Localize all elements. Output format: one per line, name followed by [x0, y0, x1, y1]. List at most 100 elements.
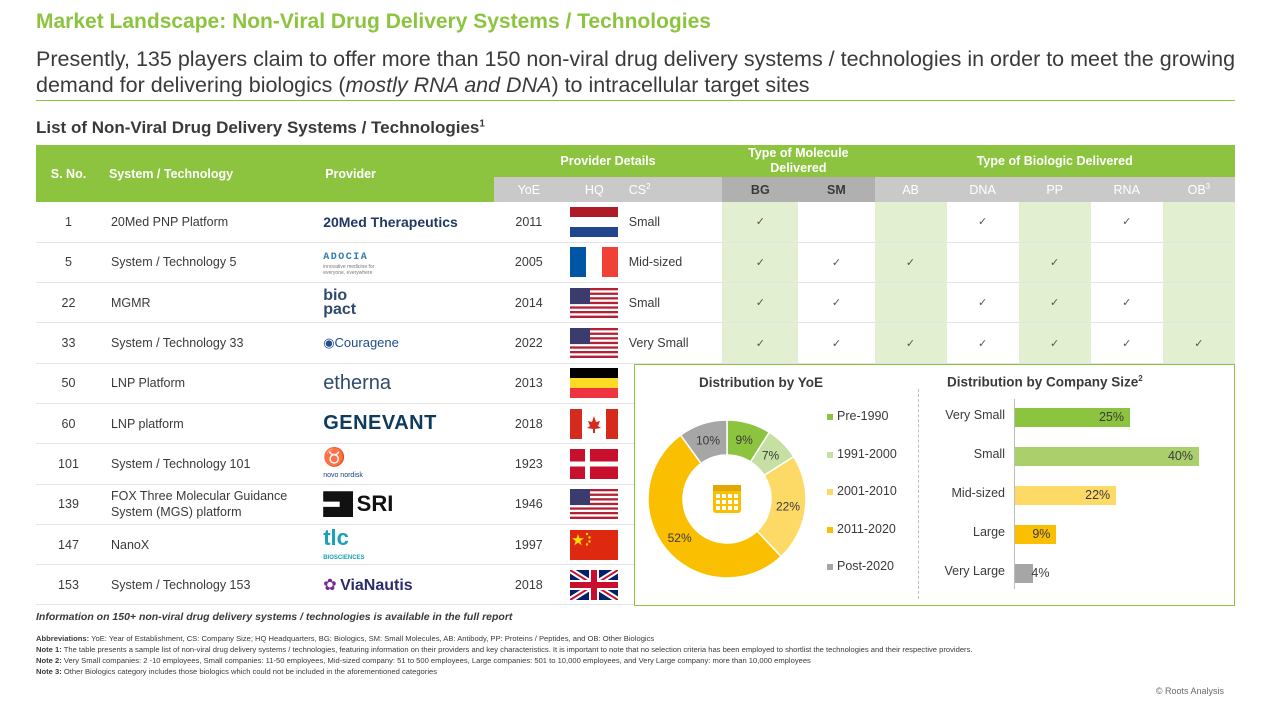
donut-label: 22% — [776, 500, 800, 514]
bar-category-label: Small — [973, 447, 1005, 461]
tick-rna: ✓ — [1090, 282, 1163, 324]
bar-category-label: Mid-sized — [951, 486, 1006, 500]
row-company-size: Very Small — [624, 322, 723, 364]
row-system: MGMR — [100, 282, 318, 324]
row-yoe: 2018 — [493, 403, 564, 445]
cell-pp — [1018, 202, 1091, 243]
row-yoe: 2013 — [493, 363, 564, 404]
table-title: List of Non-Viral Drug Delivery Systems … — [36, 118, 485, 138]
legend-item: 2001-2010 — [827, 484, 897, 522]
full-report-note: Information on 150+ non-viral drug deliv… — [36, 611, 513, 623]
header-provider-details: Provider Details — [493, 145, 723, 177]
provider-logo-couragene: ◉Couragene — [317, 322, 494, 364]
flag-france-icon — [563, 242, 625, 284]
provider-logo-20med: 20Med Therapeutics — [317, 202, 494, 243]
company-size-chart-title: Distribution by Company Size2 — [947, 374, 1143, 390]
header-sno: S. No. — [36, 145, 101, 202]
panel-divider — [918, 389, 919, 599]
subtitle-text-emphasis: mostly RNA and DNA — [345, 73, 552, 97]
flag-belgium-icon — [563, 363, 625, 404]
legend-label: Post-2020 — [837, 559, 894, 573]
table-row: 1 20Med PNP Platform 20Med Therapeutics … — [36, 202, 1235, 243]
legend-swatch — [827, 489, 833, 495]
bar-value-label: 25% — [1098, 410, 1124, 424]
row-sno: 147 — [36, 524, 101, 566]
row-company-size: Small — [624, 282, 723, 324]
abbr-label: Abbreviations: — [36, 634, 90, 643]
row-company-size: Small — [624, 202, 723, 243]
tick-sm: ✓ — [798, 282, 875, 324]
provider-logo-text: ViaNautis — [340, 576, 413, 594]
tick-ab: ✓ — [874, 242, 947, 284]
flag-usa-icon — [563, 322, 625, 364]
provider-logo-text: Couragene — [334, 335, 399, 351]
bar-very-large — [1015, 564, 1034, 583]
bar-large — [1015, 525, 1057, 544]
cell-ob — [1162, 282, 1235, 324]
header-yoe: YoE — [493, 177, 564, 202]
header-ob-footnote: 3 — [1205, 181, 1211, 191]
flag-uk-icon — [563, 564, 625, 606]
cell-ab — [874, 202, 947, 243]
flag-canada-icon — [563, 403, 625, 445]
row-system: 20Med PNP Platform — [100, 202, 318, 243]
charts-panel: Distribution by YoE 9%7%22%52%10% Pre-19… — [634, 364, 1235, 606]
provider-logo-text: bio pact — [323, 286, 357, 318]
tick-sm: ✓ — [798, 242, 875, 284]
sri-mark-icon — [323, 491, 354, 518]
tick-sm: ✓ — [798, 322, 875, 364]
donut-label: 10% — [696, 434, 720, 448]
page-subtitle: Presently, 135 players claim to offer mo… — [36, 46, 1236, 98]
row-yoe: 1946 — [493, 484, 564, 525]
cell-dna — [946, 242, 1019, 284]
row-sno: 50 — [36, 363, 101, 404]
tick-bg: ✓ — [722, 282, 799, 324]
header-cs-footnote: 2 — [646, 181, 651, 191]
donut-label: 9% — [735, 433, 753, 447]
bar-small — [1015, 447, 1199, 466]
row-yoe: 2014 — [493, 282, 564, 324]
header-pp: PP — [1018, 177, 1091, 202]
tick-pp: ✓ — [1018, 242, 1091, 284]
abbreviations-note: Abbreviations: YoE: Year of Establishmen… — [36, 633, 1236, 644]
note3-label: Note 3: — [36, 667, 62, 676]
legend-item: Post-2020 — [827, 559, 897, 597]
legend-swatch — [827, 451, 833, 458]
header-ob-text: OB — [1187, 183, 1206, 198]
row-system: System / Technology 33 — [100, 322, 318, 364]
vianautis-flower-icon: ✿ — [323, 576, 337, 594]
note-2: Note 2: Very Small companies: 2 -10 empl… — [36, 655, 1236, 666]
provider-logo-text: tlc — [323, 524, 349, 550]
bar-value-label: 4% — [1031, 566, 1050, 580]
subtitle-text-a: Presently, 135 players claim to offer mo… — [36, 47, 1236, 97]
note1-label: Note 1: — [36, 645, 62, 654]
header-dna: DNA — [946, 177, 1019, 202]
provider-logo-novo-nordisk: ♉novo nordisk — [317, 443, 494, 485]
header-cs-text: CS — [628, 183, 647, 198]
abbr-text: YoE: Year of Establishment, CS: Company … — [89, 634, 655, 643]
provider-logo-genevant: GENEVANT — [317, 403, 494, 445]
row-system: System / Technology 5 — [100, 242, 318, 284]
legend-label: 1991-2000 — [837, 446, 897, 461]
header-bg: BG — [722, 177, 799, 202]
note1-text: The table presents a sample list of non-… — [61, 645, 973, 654]
copyright: © Roots Analysis — [1155, 686, 1224, 696]
header-system: System / Technology — [100, 145, 318, 202]
provider-logo-etherna: etherna — [317, 363, 494, 404]
legend-label: 2011-2020 — [837, 521, 896, 536]
bar-category-label: Very Large — [944, 564, 1005, 578]
row-system: LNP platform — [100, 403, 318, 445]
note2-text: Very Small companies: 2 -10 employees, S… — [61, 656, 811, 665]
table-row: 22 MGMR bio pact 2014 Small ✓ ✓ ✓ ✓ ✓ — [36, 282, 1235, 324]
row-system: NanoX — [100, 524, 318, 566]
provider-logo-text: novo nordisk — [323, 471, 363, 479]
legend-item: 2011-2020 — [827, 522, 897, 560]
provider-logo-tagline: innovative medicine for everyone, everyw… — [323, 263, 375, 276]
note3-text: Other Biologics category includes those … — [61, 667, 438, 676]
bar-axis-line — [1014, 399, 1015, 589]
cell-ob — [1162, 202, 1235, 243]
row-sno: 22 — [36, 282, 101, 324]
legend-swatch — [827, 564, 833, 570]
